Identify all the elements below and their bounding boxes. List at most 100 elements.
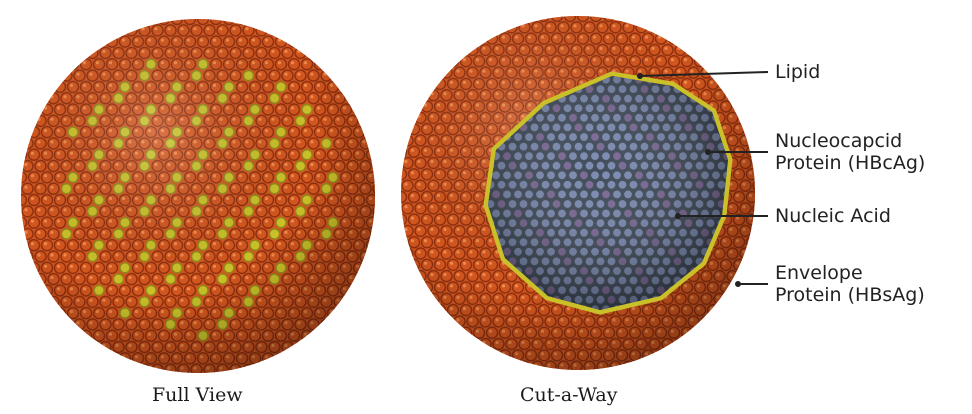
protein-subunit	[606, 13, 609, 16]
protein-subunit	[245, 367, 248, 370]
protein-subunit	[187, 16, 190, 19]
protein-subunit	[398, 194, 401, 197]
protein-subunit	[450, 58, 453, 61]
protein-subunit	[593, 13, 596, 16]
protein-subunit	[671, 36, 674, 39]
protein-subunit	[508, 24, 511, 27]
protein-subunit	[375, 186, 378, 189]
protein-subunit	[349, 95, 352, 98]
label-nucleocapsid-line2: Protein (HBcAg)	[775, 152, 925, 174]
protein-subunit	[141, 367, 144, 370]
protein-subunit	[489, 36, 492, 39]
protein-subunit	[580, 13, 583, 16]
protein-subunit	[18, 220, 21, 223]
protein-subunit	[722, 75, 731, 84]
protein-subunit	[18, 174, 21, 177]
protein-subunit	[356, 106, 359, 109]
protein-subunit	[734, 101, 745, 112]
protein-subunit	[50, 299, 53, 302]
protein-subunit	[749, 239, 752, 242]
label-envelope-line1: Envelope	[775, 262, 925, 284]
protein-subunit	[411, 262, 414, 265]
protein-subunit	[398, 217, 401, 220]
protein-subunit	[619, 13, 622, 16]
cut-away-sphere	[396, 11, 765, 373]
protein-subunit	[18, 152, 21, 155]
protein-subunit	[89, 50, 92, 53]
protein-subunit	[317, 61, 320, 64]
protein-subunit	[697, 58, 700, 61]
label-nucleic-acid: Nucleic Acid	[775, 205, 891, 227]
protein-subunit	[271, 27, 274, 30]
protein-subunit	[728, 295, 737, 304]
full-view-sphere	[16, 14, 385, 376]
label-nucleocapsid: Nucleocapcid Protein (HBcAg)	[775, 130, 925, 174]
protein-subunit	[237, 14, 248, 25]
protein-subunit	[398, 171, 401, 174]
protein-subunit	[729, 92, 732, 95]
label-nucleic-acid-text: Nucleic Acid	[775, 205, 891, 227]
protein-subunit	[722, 305, 731, 314]
protein-subunit	[24, 253, 27, 256]
protein-subunit	[417, 273, 420, 276]
label-lipid-text: Lipid	[775, 61, 820, 83]
label-lipid: Lipid	[775, 61, 820, 83]
protein-subunit	[658, 352, 661, 355]
label-envelope-line2: Protein (HBsAg)	[775, 284, 925, 306]
protein-subunit	[625, 364, 628, 367]
protein-subunit	[295, 342, 306, 353]
protein-subunit	[736, 103, 739, 106]
label-nucleocapsid-line1: Nucleocapcid	[775, 130, 925, 152]
protein-subunit	[226, 16, 229, 19]
protein-subunit	[755, 183, 758, 186]
protein-subunit	[424, 284, 427, 287]
protein-subunit	[18, 197, 21, 200]
protein-subunit	[24, 140, 27, 143]
protein-subunit	[37, 276, 40, 279]
protein-subunit	[753, 158, 764, 169]
protein-subunit	[755, 205, 758, 208]
protein-subunit	[200, 16, 203, 19]
protein-subunit	[63, 73, 66, 76]
protein-subunit	[617, 11, 628, 22]
protein-subunit	[656, 350, 667, 361]
protein-subunit	[469, 47, 472, 50]
protein-subunit	[375, 163, 378, 166]
label-envelope: Envelope Protein (HBsAg)	[775, 262, 925, 306]
protein-subunit	[373, 161, 384, 172]
protein-subunit	[347, 93, 358, 104]
protein-subunit	[161, 16, 164, 19]
protein-subunit	[109, 39, 112, 42]
caption-cut-away: Cut-a-Way	[520, 384, 617, 406]
protein-subunit	[677, 341, 680, 344]
protein-subunit	[276, 353, 287, 364]
protein-subunit	[174, 16, 177, 19]
protein-subunit	[430, 296, 433, 299]
protein-subunit	[369, 242, 372, 245]
protein-subunit	[396, 146, 407, 157]
protein-subunit	[521, 364, 524, 367]
protein-subunit	[649, 22, 660, 33]
protein-subunit	[83, 333, 86, 336]
protein-subunit	[675, 339, 686, 350]
protein-subunit	[269, 25, 280, 36]
protein-subunit	[398, 149, 401, 152]
protein-subunit	[703, 318, 706, 321]
protein-subunit	[567, 13, 570, 16]
protein-subunit	[404, 250, 407, 253]
protein-subunit	[437, 307, 440, 310]
protein-subunit	[213, 16, 216, 19]
protein-subunit	[727, 90, 738, 101]
protein-subunit	[463, 330, 466, 333]
protein-subunit	[70, 61, 73, 64]
caption-full-view: Full View	[152, 384, 243, 406]
protein-subunit	[278, 355, 281, 358]
protein-subunit	[728, 85, 737, 94]
protein-subunit	[541, 13, 544, 16]
protein-subunit	[291, 39, 294, 42]
protein-subunit	[651, 24, 654, 27]
protein-subunit	[16, 149, 27, 160]
protein-subunit	[404, 137, 407, 140]
protein-subunit	[554, 13, 557, 16]
